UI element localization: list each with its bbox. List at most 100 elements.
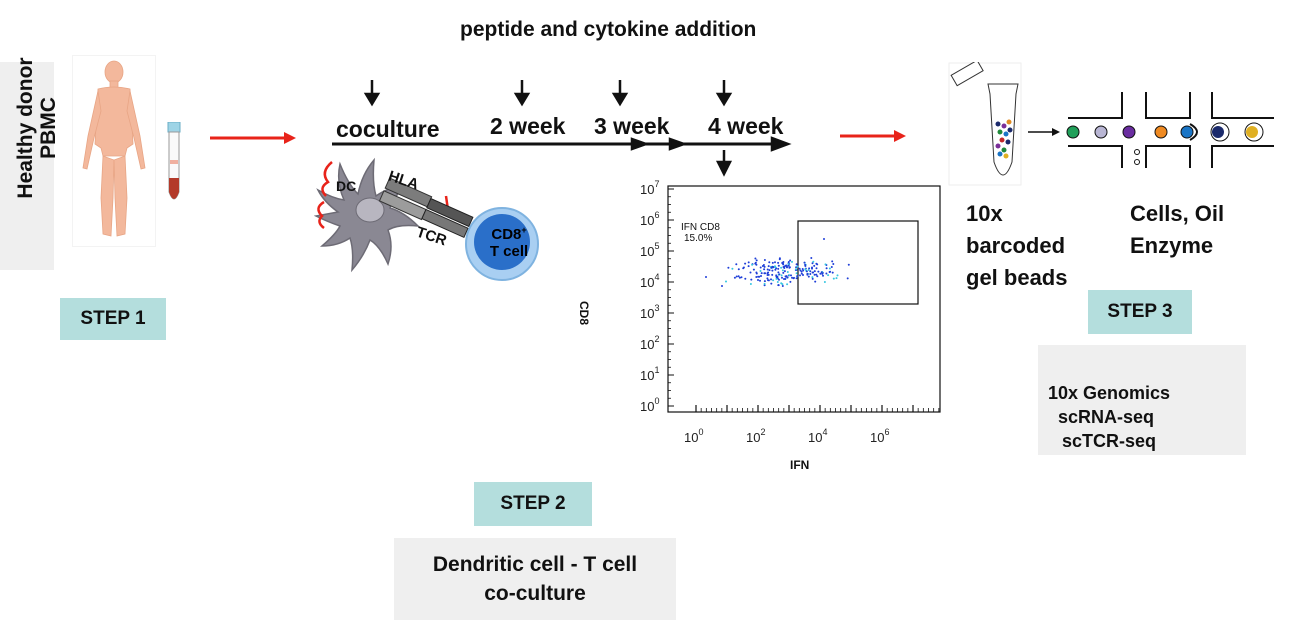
event-dot: [758, 275, 761, 278]
event-dot: [823, 281, 826, 283]
event-dot: [811, 266, 813, 269]
event-dot: [790, 274, 792, 277]
t-cell-icon: [465, 207, 539, 281]
event-dot: [763, 284, 766, 287]
event-dot: [835, 277, 838, 280]
y-axis-label: CD8: [577, 300, 592, 326]
event-dot: [763, 280, 766, 283]
gate-label: IFN CD8: [681, 222, 720, 233]
event-dot: [783, 265, 786, 268]
event-dot: [776, 281, 779, 283]
event-dot: [812, 271, 815, 274]
event-dot: [778, 273, 781, 276]
event-dot: [763, 282, 766, 285]
event-dot: [767, 279, 769, 282]
x-tick-label: 100: [684, 427, 703, 445]
microfluidic-chip-icon: [1028, 92, 1274, 168]
event-dot: [781, 269, 784, 272]
event-dot: [801, 268, 804, 270]
event-dot: [757, 279, 759, 281]
event-dot: [786, 271, 789, 273]
event-dot: [800, 272, 803, 275]
arrow-step2-to-step3: [840, 130, 906, 142]
event-dot: [759, 270, 762, 272]
event-dot: [766, 277, 769, 280]
event-dot: [787, 263, 790, 266]
event-dot: [817, 270, 820, 273]
y-tick-label: 101: [640, 365, 659, 383]
y-tick-label: 106: [640, 210, 659, 228]
event-dot: [778, 257, 781, 260]
y-tick-label: 105: [640, 241, 659, 259]
event-dot: [763, 265, 766, 268]
donor-label: Healthy donor PBMC: [14, 57, 60, 199]
event-dot: [807, 275, 810, 278]
event-dot: [825, 267, 828, 270]
event-dot: [816, 275, 819, 278]
event-dot: [737, 275, 740, 278]
event-dot: [811, 262, 814, 265]
event-dot: [780, 266, 783, 269]
event-dot: [789, 280, 792, 283]
event-dot: [806, 273, 809, 276]
event-dot: [825, 272, 828, 275]
event-dot: [830, 266, 833, 268]
y-tick-label: 100: [640, 396, 659, 414]
event-dot: [809, 270, 812, 273]
event-dot: [721, 285, 723, 287]
event-dot: [786, 266, 788, 268]
event-dot: [786, 283, 789, 286]
event-dot: [786, 276, 789, 279]
event-dot: [795, 277, 798, 280]
step2-caption-box: [394, 538, 676, 620]
event-dot: [823, 238, 825, 240]
event-dot: [829, 270, 832, 273]
step2-badge: STEP 2: [474, 482, 592, 526]
event-dot: [755, 259, 758, 262]
event-dot: [735, 263, 738, 266]
event-dot: [744, 262, 747, 265]
step3-caption-box: [1038, 345, 1246, 455]
event-dot: [770, 278, 772, 281]
blood-tube-icon: [166, 121, 182, 206]
timeline-label-coculture: coculture: [336, 116, 440, 142]
y-tick-label: 104: [640, 272, 659, 290]
event-dot: [760, 272, 763, 275]
event-dot: [807, 269, 810, 271]
event-dot: [755, 263, 758, 266]
human-body-icon: [72, 55, 156, 247]
event-dot: [777, 264, 780, 267]
event-dot: [768, 269, 771, 272]
event-dot: [781, 285, 784, 287]
event-dot: [798, 267, 801, 270]
event-dot: [803, 261, 806, 264]
event-dot: [828, 267, 831, 270]
event-dot: [795, 268, 797, 271]
event-dot: [774, 261, 776, 264]
event-dot: [802, 274, 804, 276]
x-tick-label: 102: [746, 427, 765, 445]
beads-label: 10x barcoded gel beads: [966, 201, 1068, 290]
event-dot: [804, 263, 807, 266]
event-dot: [763, 259, 766, 261]
event-dot: [815, 267, 818, 270]
event-dot: [754, 257, 757, 260]
event-dot: [799, 269, 802, 272]
event-dot: [784, 278, 787, 280]
event-dot: [783, 270, 786, 273]
timeline-label-week4: 4 week: [708, 113, 784, 139]
event-dot: [777, 271, 780, 274]
event-dot: [809, 273, 812, 275]
event-dot: [775, 277, 778, 280]
event-dot: [771, 269, 774, 272]
event-dot: [811, 277, 814, 280]
event-dot: [762, 264, 765, 266]
y-tick-label: 103: [640, 303, 659, 321]
event-dot: [781, 276, 783, 279]
event-dot: [766, 274, 769, 276]
event-dot: [755, 271, 758, 274]
event-dot: [767, 271, 770, 274]
x-tick-label: 106: [870, 427, 889, 445]
event-dot: [799, 274, 801, 277]
event-dot: [782, 271, 785, 274]
